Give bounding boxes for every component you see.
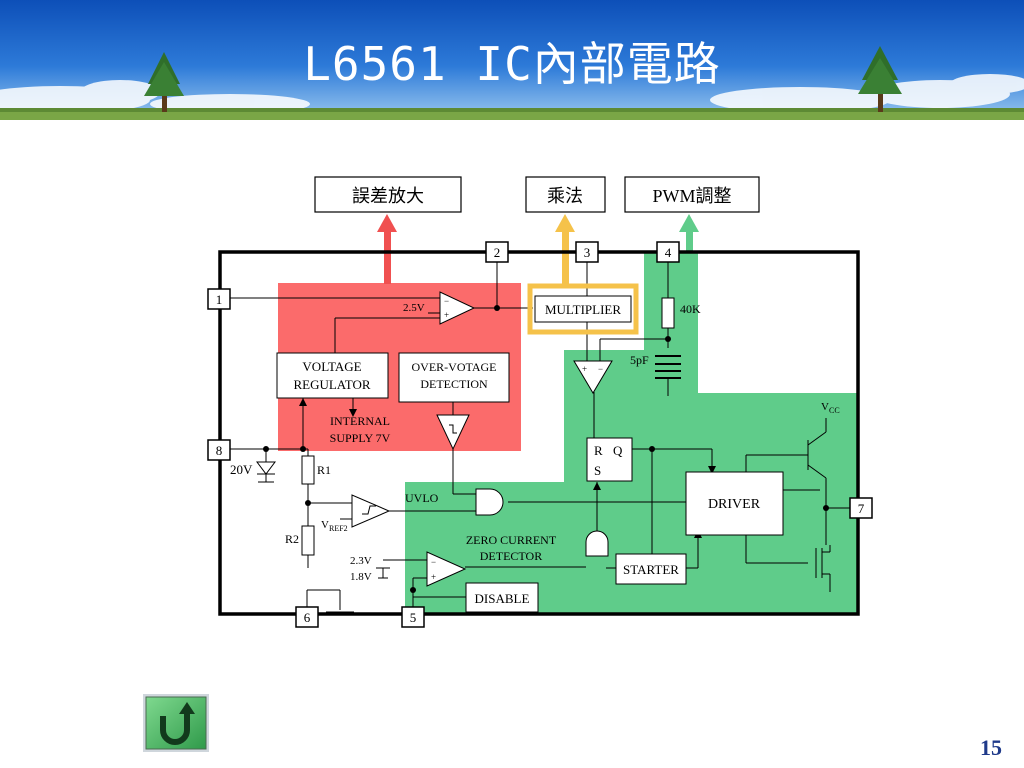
- capacitor-5pf: [655, 355, 681, 379]
- tree-icon: [144, 52, 184, 112]
- zcd-text-1: ZERO CURRENT: [466, 533, 557, 547]
- disable-text: DISABLE: [475, 591, 530, 606]
- svg-text:−: −: [431, 557, 436, 567]
- svg-text:−: −: [444, 296, 449, 306]
- latch-r: R: [594, 443, 603, 458]
- latch-q: Q: [613, 443, 623, 458]
- sky-background: [0, 0, 1024, 120]
- starter-block: [615, 553, 687, 585]
- vref2-sub-label: REF2: [329, 524, 348, 533]
- pin-1: 1: [207, 288, 231, 310]
- multiplier-block: [534, 295, 632, 323]
- ref-2v3-label: 2.3V: [350, 555, 372, 567]
- pin-3: 3: [575, 241, 599, 263]
- zcd-comparator: [426, 551, 467, 587]
- multiplier-arrow: [562, 228, 569, 286]
- driver-text: DRIVER: [708, 497, 761, 512]
- voltage-regulator-text-1: VOLTAGE: [302, 359, 361, 374]
- multiplier-text: MULTIPLIER: [545, 302, 621, 317]
- zener-label: 20V: [230, 462, 253, 477]
- and-gate-starter: [585, 530, 609, 557]
- ovp-block: [398, 352, 510, 403]
- multiplier-label-box: [525, 176, 606, 213]
- voltage-regulator-text-2: REGULATOR: [293, 377, 370, 392]
- svg-text:−: −: [598, 364, 603, 374]
- pwm-arrow: [686, 228, 693, 254]
- starter-text: STARTER: [623, 562, 679, 577]
- r2-label: R2: [285, 532, 299, 546]
- cap-5pf-label: 5pF: [630, 353, 649, 367]
- uvlo-comparator: [351, 494, 391, 528]
- svg-text:5: 5: [410, 610, 417, 625]
- pwm-label: PWM調整: [652, 186, 731, 206]
- ovp-text-2: DETECTION: [420, 377, 488, 391]
- slide-title: L6561 IC內部電路: [303, 37, 721, 91]
- pin-6: 6: [295, 606, 319, 628]
- latch-s: S: [594, 463, 601, 478]
- error-amp-label-box: [314, 176, 462, 213]
- chip-outline: [218, 250, 860, 616]
- internal-supply-text-1: INTERNAL: [330, 414, 390, 428]
- zcd-text-2: DETECTOR: [480, 549, 542, 563]
- vref2-label: V: [321, 519, 329, 531]
- back-button[interactable]: [143, 694, 209, 752]
- junction-dots: [263, 305, 829, 593]
- resistor-40k: [661, 297, 675, 329]
- svg-text:+: +: [444, 310, 449, 320]
- res-40k-label: 40K: [680, 302, 701, 316]
- svg-text:7: 7: [858, 501, 865, 516]
- resistor-r2: [301, 525, 315, 556]
- ovp-text-1: OVER-VOTAGE: [411, 360, 496, 374]
- ref-2v5-label: 2.5V: [403, 302, 425, 314]
- voltage-regulator-block: [276, 352, 389, 399]
- internal-supply-text-2: SUPPLY 7V: [330, 431, 391, 445]
- svg-text:2: 2: [494, 245, 501, 260]
- r1-label: R1: [317, 463, 331, 477]
- pin-4: 4: [656, 241, 680, 263]
- vcc-sub-label: CC: [829, 406, 840, 415]
- multiplier-label: 乘法: [547, 186, 583, 206]
- driver-block: [685, 471, 784, 536]
- pin-2: 2: [485, 241, 509, 263]
- svg-text:8: 8: [216, 443, 223, 458]
- multiplier-highlight: [527, 283, 639, 335]
- return-arrow-icon: [143, 694, 209, 752]
- svg-text:1: 1: [216, 292, 223, 307]
- cloud-icon: [0, 74, 1024, 114]
- zener-diode: [256, 461, 276, 483]
- svg-text:6: 6: [304, 610, 311, 625]
- error-amp-arrow: [384, 228, 391, 284]
- vcc-label: V: [821, 401, 829, 413]
- svg-text:+: +: [582, 364, 587, 374]
- and-gate-main: [475, 488, 504, 516]
- pwm-label-box: [624, 176, 760, 213]
- svg-text:3: 3: [584, 245, 591, 260]
- svg-text:4: 4: [665, 245, 672, 260]
- svg-text:+: +: [431, 572, 436, 582]
- header-banner: [0, 0, 1024, 120]
- pin-7: 7: [849, 497, 873, 519]
- ref-1v8-label: 1.8V: [350, 571, 372, 583]
- error-amp-label: 誤差放大: [352, 186, 424, 206]
- rs-latch: [586, 437, 633, 482]
- tree-icon: [858, 46, 902, 112]
- pwm-comparator: [573, 360, 613, 394]
- pin-5: 5: [401, 606, 425, 628]
- page-number: 15: [980, 735, 1002, 760]
- error-amplifier: [439, 291, 476, 325]
- disable-block: [465, 582, 539, 613]
- uvlo-label: UVLO: [405, 491, 439, 505]
- pin-8: 8: [207, 439, 231, 461]
- resistor-r1: [301, 455, 315, 485]
